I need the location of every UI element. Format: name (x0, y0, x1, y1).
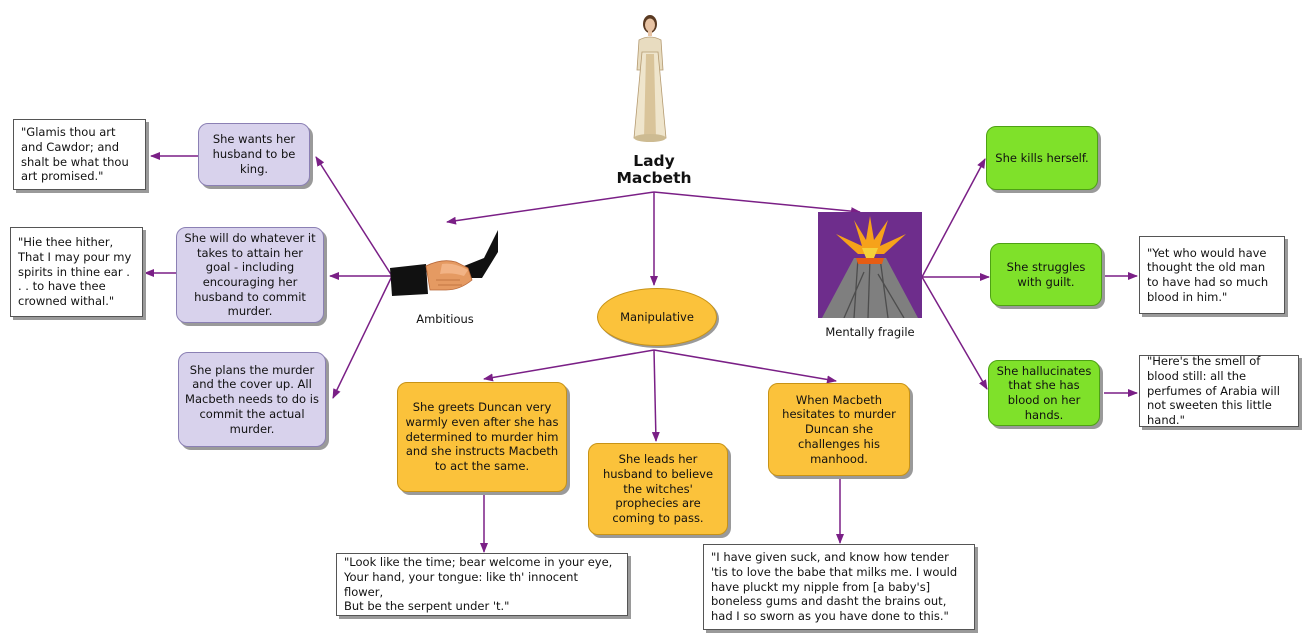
trait-mentally-fragile-label: Mentally fragile (825, 325, 915, 339)
ambitious-node-wants-king: She wants her husband to be king. (198, 123, 310, 186)
arrow-manipulative-to-leads (651, 349, 660, 442)
fragile-node-hallucinates: She hallucinates that she has blood on h… (988, 360, 1100, 426)
volcano-icon (818, 212, 922, 319)
arrow-ambitious-to-wants (315, 156, 393, 277)
arrow-fragile-to-hallucinates (921, 276, 988, 390)
arrow-to-ambitious (446, 191, 655, 225)
ambitious-node-whatever-it-takes: She will do whatever it takes to attain … (176, 227, 324, 323)
fragile-node-struggles-guilt: She struggles with guilt. (990, 243, 1102, 306)
ambitious-node-plans-murder: She plans the murder and the cover up. A… (178, 352, 326, 447)
trait-ambitious-label: Ambitious (416, 312, 474, 326)
handshake-icon (390, 228, 500, 300)
manipulative-node-greets-duncan: She greets Duncan very warmly even after… (397, 382, 567, 492)
ambitious-quote-glamis: "Glamis thou art and Cawdor; and shalt b… (13, 119, 146, 190)
arrow-manipulative-to-hesitates (653, 349, 837, 384)
central-title: Lady Macbeth (616, 152, 692, 188)
trait-manipulative: Manipulative (597, 288, 717, 346)
fragile-quote-old-man-blood: "Yet who would have thought the old man … (1139, 236, 1285, 314)
manipulative-quote-look-like-the-time: "Look like the time; bear welcome in you… (336, 553, 628, 616)
lady-macbeth-figure-icon (626, 12, 674, 144)
arrow-to-fragile (653, 191, 861, 216)
fragile-node-kills-herself: She kills herself. (986, 126, 1098, 190)
ambitious-quote-hie-thee-hither: "Hie thee hither, That I may pour my spi… (10, 227, 143, 317)
manipulative-quote-given-suck: "I have given suck, and know how tender … (703, 544, 975, 630)
arrow-ambitious-to-plans (332, 275, 393, 399)
arrow-manipulative-to-greets (483, 349, 655, 382)
fragile-quote-smell-of-blood: "Here's the smell of blood still: all th… (1139, 354, 1299, 427)
manipulative-node-challenges-manhood: When Macbeth hesitates to murder Duncan … (768, 383, 910, 476)
arrow-fragile-to-kills (921, 158, 986, 278)
manipulative-node-leads-husband: She leads her husband to believe the wit… (588, 443, 728, 535)
